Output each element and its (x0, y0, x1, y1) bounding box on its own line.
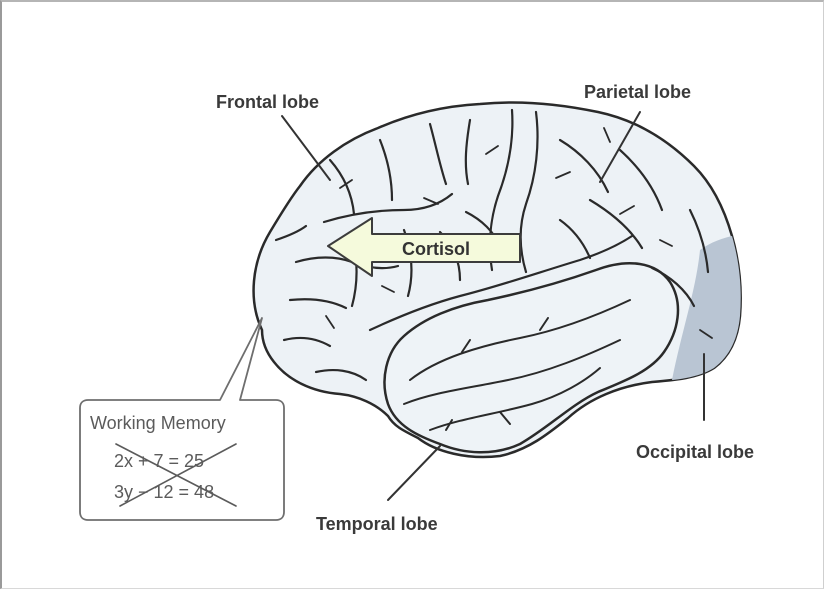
occipital-lobe-label: Occipital lobe (636, 442, 754, 463)
equation-line-1: 2x + 7 = 25 (114, 451, 204, 472)
temporal-leader (388, 446, 440, 500)
working-memory-title: Working Memory (90, 413, 226, 434)
frontal-leader (282, 116, 330, 180)
parietal-lobe-label: Parietal lobe (584, 82, 691, 103)
frontal-lobe-label: Frontal lobe (216, 92, 319, 113)
equation-line-2: 3y − 12 = 48 (114, 482, 214, 503)
cortisol-label: Cortisol (402, 239, 470, 260)
temporal-lobe-label: Temporal lobe (316, 514, 438, 535)
